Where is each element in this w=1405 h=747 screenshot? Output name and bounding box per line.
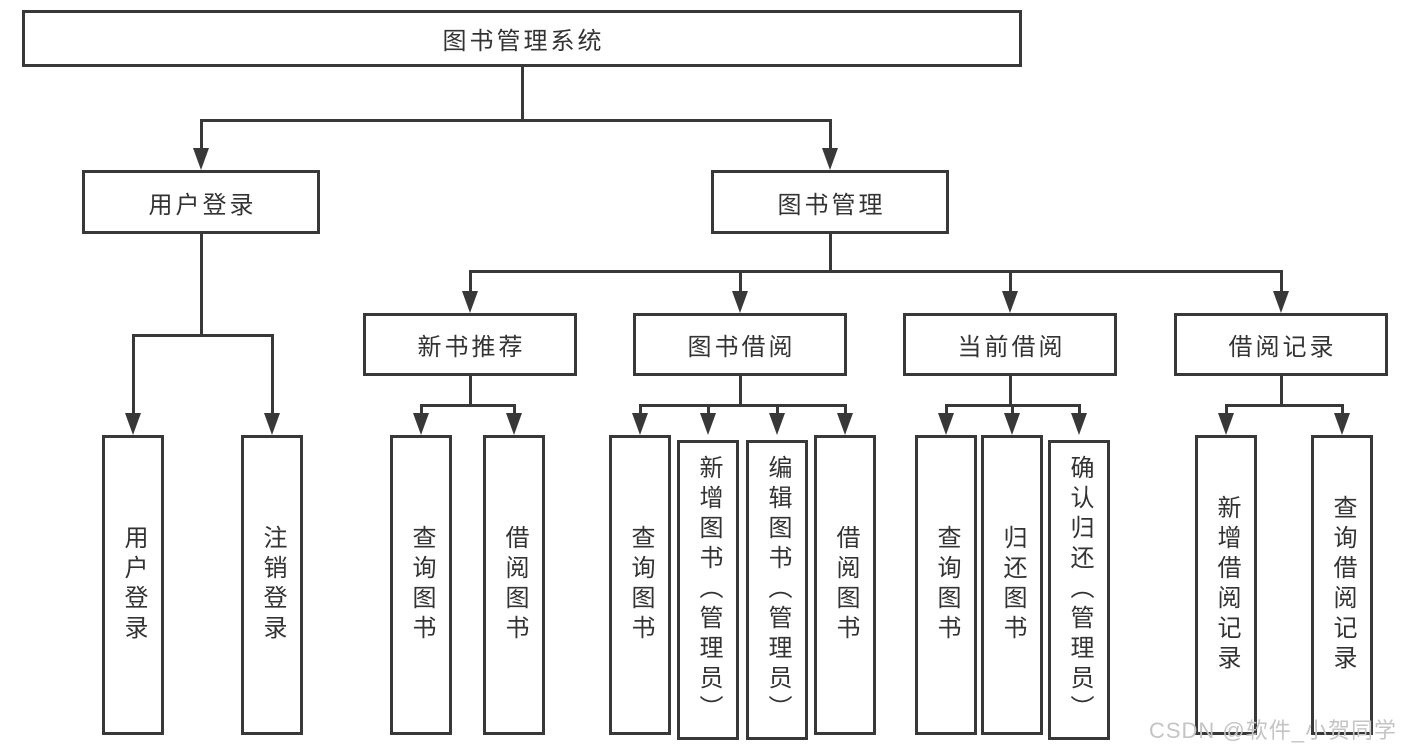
connector-line <box>1341 404 1344 415</box>
node-book-management: 图书管理 <box>711 170 949 234</box>
node-label: 借阅图书 <box>832 525 859 645</box>
node-label: 注销登录 <box>259 525 286 645</box>
csdn-watermark: CSDN @软件_小贺同学 <box>1148 718 1397 743</box>
node-label: 用户登录 <box>148 191 257 219</box>
leaf-borrow-book-newbook: 借阅图书 <box>483 435 545 735</box>
leaf-query-borrow-record: 查询借阅记录 <box>1311 435 1373 735</box>
node-label: 查询图书 <box>933 525 960 645</box>
node-label: 编辑图书（管理员） <box>764 455 791 725</box>
connector-line <box>521 67 524 121</box>
leaf-confirm-return-admin: 确认归还（管理员） <box>1048 440 1110 740</box>
connector-line <box>513 404 516 415</box>
connector-line <box>1009 376 1012 407</box>
connector-line <box>469 376 472 407</box>
connector-line <box>469 270 472 295</box>
arrow-down-icon <box>462 291 478 313</box>
node-new-book-recommend: 新书推荐 <box>363 313 577 376</box>
node-label: 借阅图书 <box>501 525 528 645</box>
connector-line <box>271 334 274 415</box>
arrow-down-icon <box>938 413 954 435</box>
connector-line <box>469 270 1283 273</box>
arrow-down-icon <box>1071 413 1087 435</box>
node-label: 查询图书 <box>627 525 654 645</box>
connector-line <box>1280 376 1283 407</box>
node-label: 查询借阅记录 <box>1329 495 1356 675</box>
arrow-down-icon <box>1218 413 1234 435</box>
connector-line <box>200 119 831 122</box>
arrow-down-icon <box>822 148 838 170</box>
connector-line <box>739 270 742 295</box>
connector-line <box>1011 404 1014 415</box>
node-library-management-system: 图书管理系统 <box>22 10 1022 67</box>
connector-line <box>420 404 516 407</box>
connector-line <box>639 404 847 407</box>
connector-line <box>1078 404 1081 415</box>
arrow-down-icon <box>769 413 785 435</box>
connector-line <box>132 334 135 415</box>
connector-line <box>829 119 832 150</box>
arrow-down-icon <box>1334 413 1350 435</box>
node-user-login: 用户登录 <box>82 170 320 234</box>
arrow-down-icon <box>1002 291 1018 313</box>
node-book-borrow: 图书借阅 <box>633 313 847 376</box>
connector-line <box>776 404 779 415</box>
connector-line <box>829 234 832 273</box>
arrow-down-icon <box>413 413 429 435</box>
leaf-query-book-current: 查询图书 <box>915 435 977 735</box>
connector-line <box>945 404 948 415</box>
connector-line <box>739 376 742 407</box>
arrow-down-icon <box>506 413 522 435</box>
arrow-down-icon <box>632 413 648 435</box>
connector-line <box>200 119 203 150</box>
leaf-edit-book-admin: 编辑图书（管理员） <box>746 440 808 740</box>
arrow-down-icon <box>264 413 280 435</box>
connector-line <box>639 404 642 415</box>
node-label: 新增借阅记录 <box>1213 495 1240 675</box>
node-label: 图书管理 <box>777 191 886 219</box>
node-label: 图书借阅 <box>687 334 796 361</box>
node-label: 新增图书（管理员） <box>695 455 722 725</box>
arrow-down-icon <box>837 413 853 435</box>
leaf-logout: 注销登录 <box>241 435 303 735</box>
leaf-query-book-newbook: 查询图书 <box>390 435 452 735</box>
arrow-down-icon <box>1004 413 1020 435</box>
node-label: 查询图书 <box>408 525 435 645</box>
arrow-down-icon <box>193 148 209 170</box>
node-label: 归还图书 <box>999 525 1026 645</box>
connector-line <box>200 234 203 337</box>
connector-line <box>707 404 710 415</box>
arrow-down-icon <box>125 413 141 435</box>
node-label: 新书推荐 <box>417 334 526 361</box>
leaf-add-book-admin: 新增图书（管理员） <box>677 440 739 740</box>
node-label: 确认归还（管理员） <box>1066 455 1093 725</box>
connector-line <box>1280 270 1283 295</box>
node-current-borrow: 当前借阅 <box>903 313 1117 376</box>
node-label: 用户登录 <box>120 525 147 645</box>
connector-line <box>1009 270 1012 295</box>
node-borrow-records: 借阅记录 <box>1174 313 1388 376</box>
connector-line <box>844 404 847 415</box>
connector-line <box>1225 404 1228 415</box>
arrow-down-icon <box>700 413 716 435</box>
leaf-borrow-book: 借阅图书 <box>814 435 876 735</box>
arrow-down-icon <box>732 291 748 313</box>
leaf-return-book: 归还图书 <box>981 435 1043 735</box>
node-label: 借阅记录 <box>1228 334 1337 361</box>
connector-line <box>420 404 423 415</box>
leaf-query-book-borrow: 查询图书 <box>609 435 671 735</box>
leaf-add-borrow-record: 新增借阅记录 <box>1195 435 1257 735</box>
arrow-down-icon <box>1273 291 1289 313</box>
node-label: 图书管理系统 <box>442 28 605 55</box>
connector-line <box>132 334 274 337</box>
node-label: 当前借阅 <box>957 334 1066 361</box>
connector-line <box>1225 404 1344 407</box>
leaf-user-login: 用户登录 <box>102 435 164 735</box>
